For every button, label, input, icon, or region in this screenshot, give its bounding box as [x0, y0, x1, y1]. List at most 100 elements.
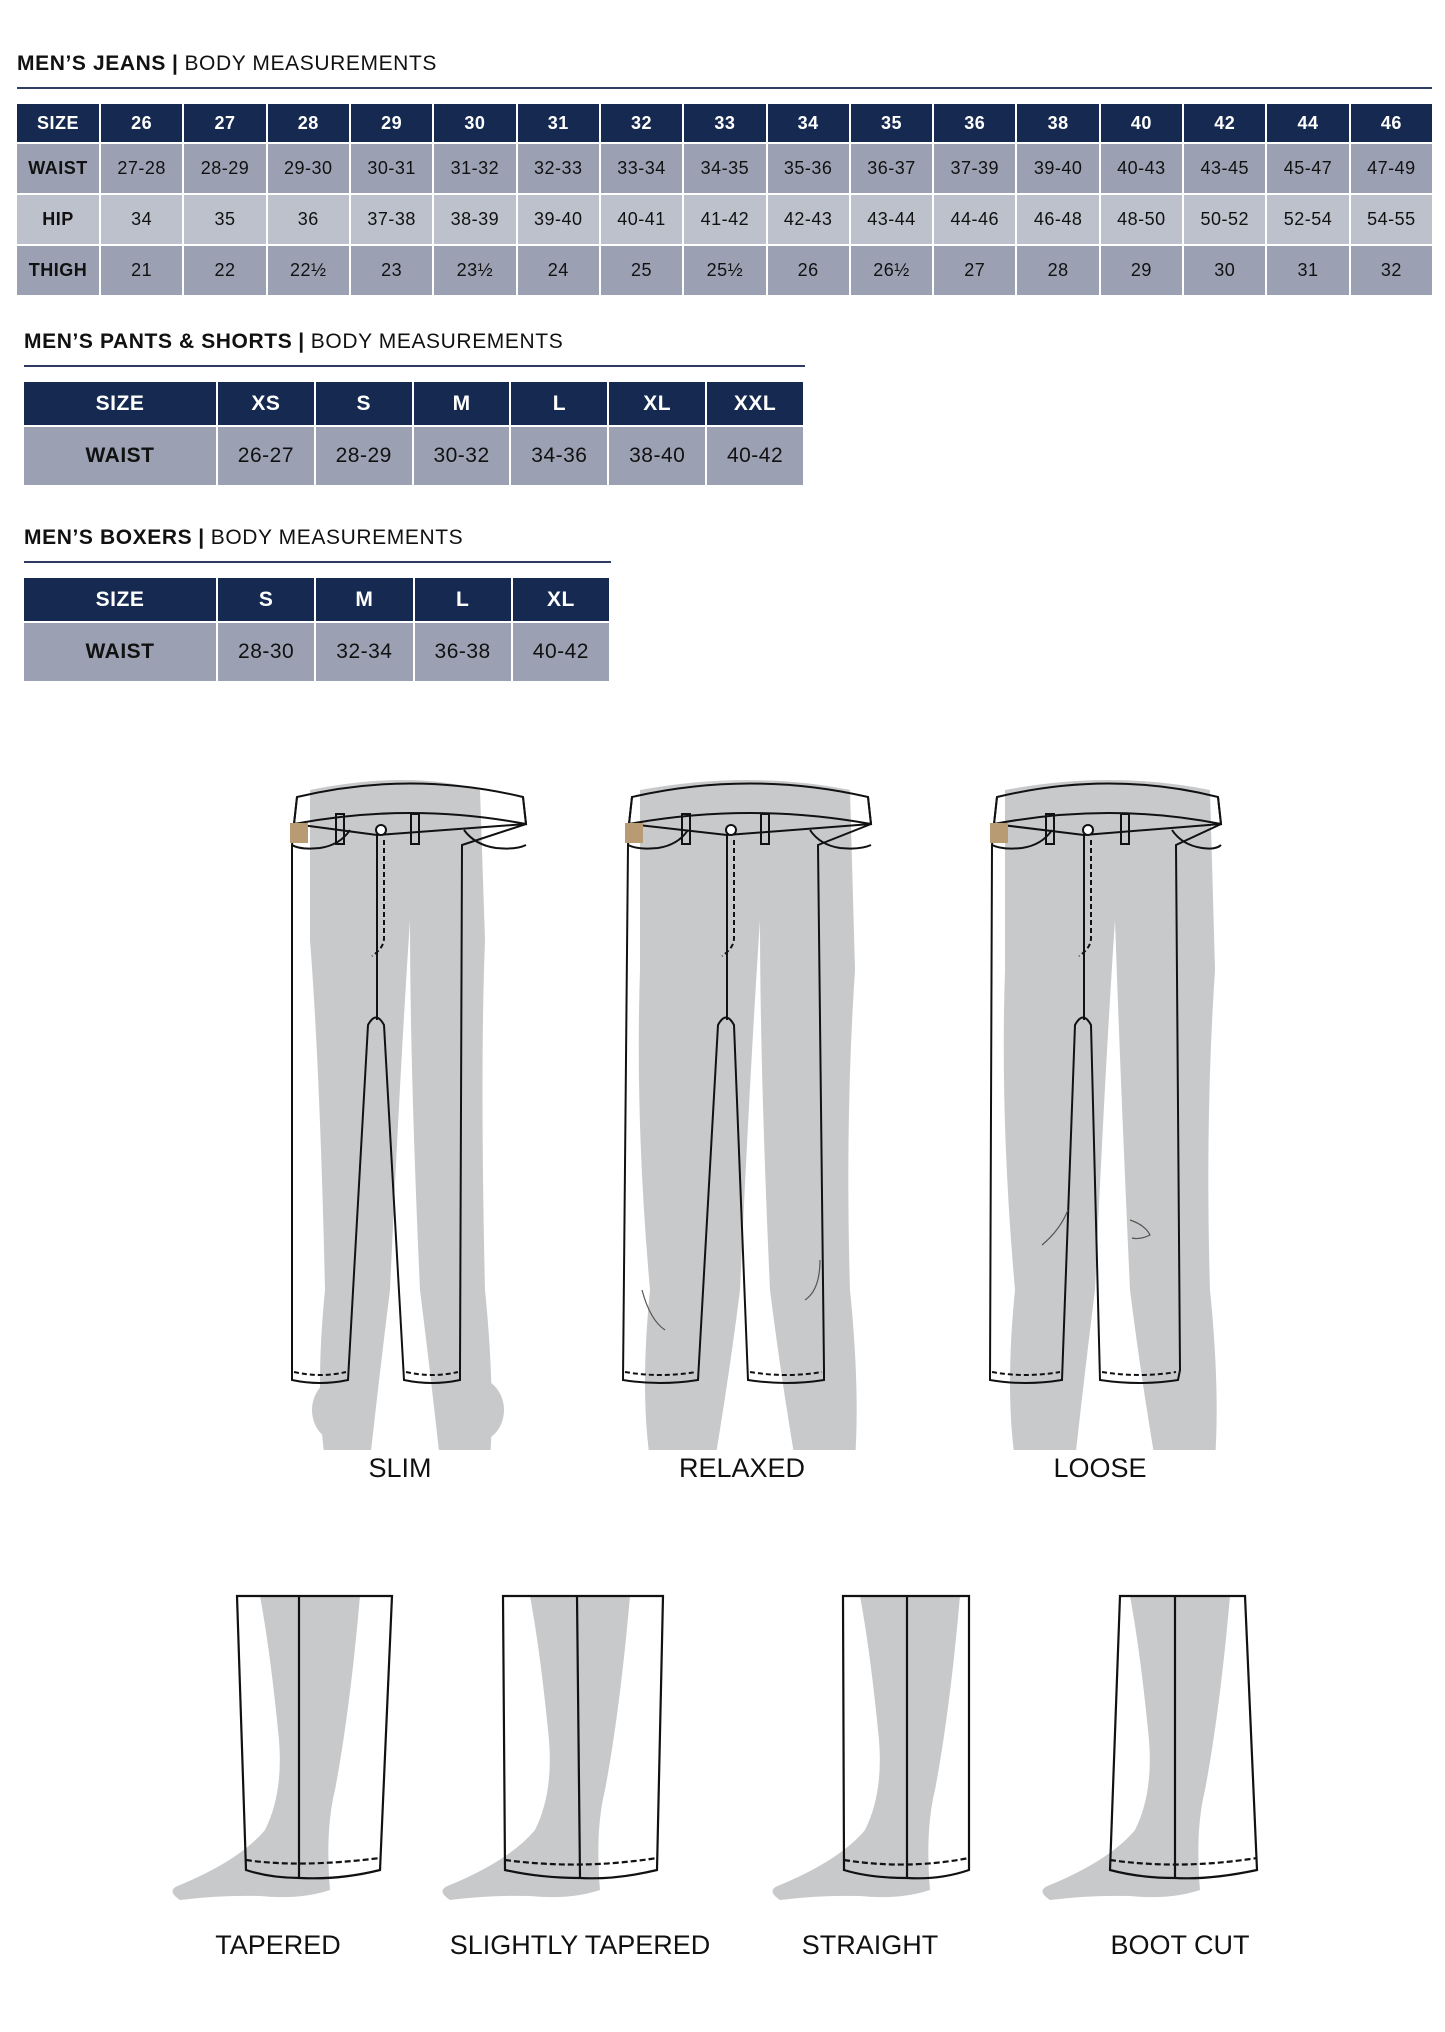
boxers-title-rule — [24, 561, 611, 563]
size-header-cell: XXL — [705, 380, 805, 427]
row-label: WAIST — [22, 425, 218, 487]
size-header-cell: 40 — [1098, 102, 1185, 144]
leg-silhouette — [172, 1596, 360, 1900]
pants-title-rest: BODY MEASUREMENTS — [310, 330, 564, 353]
measurement-cell: 25 — [598, 244, 685, 297]
measurement-cell: 37-38 — [348, 193, 435, 246]
measurement-cell: 38-39 — [432, 193, 518, 246]
header-label-size: SIZE — [22, 380, 218, 427]
header-label-size: SIZE — [15, 102, 101, 144]
row-label: WAIST — [22, 621, 218, 683]
fit-label-relaxed: RELAXED — [678, 1453, 806, 1483]
measurement-cell: 33-34 — [598, 142, 685, 195]
size-header-cell: 38 — [1015, 102, 1101, 144]
measurement-cell: 28-29 — [182, 142, 268, 195]
fit-illustration-slim — [290, 780, 528, 1450]
measurement-cell: 27 — [932, 244, 1018, 297]
size-header-cell: 46 — [1348, 102, 1435, 144]
measurement-cell: 32 — [1348, 244, 1435, 297]
fit-label-loose: LOOSE — [1053, 1453, 1147, 1483]
measurement-cell: 28-29 — [313, 425, 414, 487]
body-silhouette — [638, 780, 857, 1450]
measurement-cell: 40-42 — [705, 425, 805, 487]
size-header-cell: M — [411, 380, 512, 427]
body-silhouette — [1003, 780, 1217, 1450]
measurement-cell: 50-52 — [1182, 193, 1268, 246]
row-label: WAIST — [15, 142, 101, 195]
size-header-cell: 30 — [432, 102, 518, 144]
jeans-section-title: MEN’S JEANS|BODY MEASUREMENTS — [17, 52, 437, 76]
leg-opening-boot-cut — [1042, 1594, 1259, 1900]
measurement-cell: 27-28 — [98, 142, 185, 195]
size-header-cell: 44 — [1265, 102, 1351, 144]
measurement-cell: 35-36 — [765, 142, 851, 195]
size-header-cell: 33 — [682, 102, 768, 144]
leg-silhouette — [442, 1596, 630, 1900]
measurement-cell: 39-40 — [515, 193, 601, 246]
row-label: THIGH — [15, 244, 101, 297]
jeans-outline — [988, 782, 1223, 1384]
size-header-cell: 29 — [348, 102, 435, 144]
size-header-cell: XL — [607, 380, 708, 427]
measurement-cell: 45-47 — [1265, 142, 1351, 195]
size-header-cell: L — [412, 576, 513, 623]
measurement-cell: 29-30 — [265, 142, 351, 195]
row-label: HIP — [15, 193, 101, 246]
measurement-cell: 28 — [1015, 244, 1101, 297]
pants-leg-outline — [841, 1594, 971, 1880]
measurement-cell: 23½ — [432, 244, 518, 297]
measurement-cell: 42-43 — [765, 193, 851, 246]
measurement-cell: 25½ — [682, 244, 768, 297]
brand-patch — [990, 823, 1008, 843]
measurement-cell: 34-35 — [682, 142, 768, 195]
measurement-cell: 24 — [515, 244, 601, 297]
measurement-cell: 36 — [265, 193, 351, 246]
size-header-cell: S — [313, 380, 414, 427]
measurement-cell: 37-39 — [932, 142, 1018, 195]
size-header-cell: 35 — [848, 102, 935, 144]
measurement-cell: 35 — [182, 193, 268, 246]
jeans-title-bold: MEN’S JEANS — [17, 52, 166, 75]
measurement-cell: 29 — [1098, 244, 1185, 297]
measurement-cell: 30 — [1182, 244, 1268, 297]
measurement-cell: 52-54 — [1265, 193, 1351, 246]
measurement-cell: 21 — [98, 244, 185, 297]
title-separator: | — [171, 52, 179, 75]
leg-opening-straight — [772, 1594, 971, 1900]
size-header-cell: S — [215, 576, 317, 623]
measurement-cell: 54-55 — [1348, 193, 1435, 246]
measurement-cell: 41-42 — [682, 193, 768, 246]
pants-leg-outline — [235, 1594, 394, 1880]
title-separator: | — [198, 526, 205, 549]
leg-opening-slightly-tapered — [442, 1594, 665, 1900]
size-header-cell: 36 — [932, 102, 1018, 144]
measurement-cell: 46-48 — [1015, 193, 1101, 246]
size-header-cell: L — [509, 380, 610, 427]
measurement-cell: 47-49 — [1348, 142, 1435, 195]
measurement-cell: 22 — [182, 244, 268, 297]
leg-label-tapered: TAPERED — [215, 1930, 341, 1960]
size-header-cell: XL — [510, 576, 612, 623]
leg-label-straight: STRAIGHT — [801, 1930, 939, 1960]
size-header-cell: 42 — [1182, 102, 1268, 144]
jeans-title-rest: BODY MEASUREMENTS — [184, 52, 437, 75]
leg-silhouette — [772, 1596, 960, 1900]
size-header-cell: XS — [216, 380, 316, 427]
measurement-cell: 31-32 — [432, 142, 518, 195]
title-separator: | — [298, 330, 305, 353]
pants-section-title: MEN’S PANTS & SHORTS|BODY MEASUREMENTS — [24, 330, 563, 354]
leg-opening-tapered — [172, 1594, 394, 1900]
measurement-cell: 26½ — [848, 244, 935, 297]
measurement-cell: 38-40 — [607, 425, 708, 487]
brand-patch — [290, 823, 308, 843]
size-header-cell: 27 — [182, 102, 268, 144]
